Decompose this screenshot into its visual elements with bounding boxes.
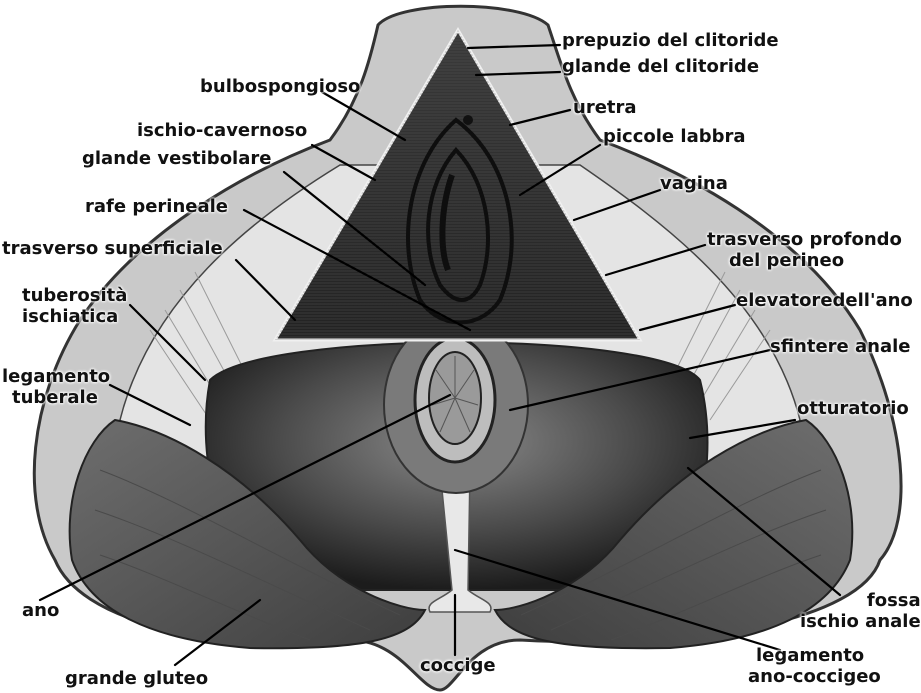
label-prepuzio-clitoride: prepuzio del clitoride	[562, 30, 779, 51]
label-tuberosita-line2: ischiatica	[22, 306, 119, 327]
triangle-texture	[275, 30, 640, 340]
urethra-opening	[463, 115, 473, 125]
label-rafe-perineale: rafe perineale	[85, 196, 229, 217]
label-tuberosita-line1: tuberosità	[22, 285, 128, 306]
label-elevatore-ano: elevatoredell'ano	[736, 290, 913, 311]
anus-folds	[431, 356, 479, 433]
label-legamento-ano-line1: legamento	[756, 645, 865, 666]
label-coccige: coccige	[420, 655, 496, 676]
label-fossa-line1: fossa	[866, 590, 921, 611]
label-uretra: uretra	[573, 97, 637, 118]
label-glande-clitoride: glande del clitoride	[562, 56, 760, 77]
label-legamento-tuberale-line2: tuberale	[12, 387, 98, 408]
gluteus-left	[68, 418, 427, 650]
gluteus-fibers	[94, 469, 827, 641]
label-ano: ano	[22, 600, 60, 621]
label-tuberosita-ischiatica: tuberosità ischiatica	[22, 285, 127, 327]
label-fossa-line2: ischio anale	[800, 611, 921, 632]
label-legamento-ano-line2: ano-coccigeo	[748, 666, 881, 687]
label-glande-vestibolare: glande vestibolare	[82, 148, 272, 169]
vulva-structures	[406, 117, 514, 325]
label-legamento-tuberale-line1: legamento	[2, 366, 111, 387]
label-sfintere-anale: sfintere anale	[770, 336, 911, 357]
label-legamento-ano-coccigeo: legamento ano-coccigeo	[748, 645, 881, 687]
label-trasverso-superficiale: trasverso superficiale	[2, 238, 223, 259]
label-fossa-ischio-anale: fossa ischio anale	[800, 590, 921, 632]
leader-lines	[38, 43, 842, 667]
label-trasverso-profondo: trasverso profondo del perineo	[707, 229, 902, 271]
label-otturatorio: otturatorio	[797, 398, 909, 419]
label-vagina: vagina	[660, 173, 728, 194]
label-legamento-tuberale: legamento tuberale	[2, 366, 110, 408]
label-trasverso-profondo-line2: del perineo	[729, 250, 845, 271]
label-trasverso-profondo-line1: trasverso profondo	[707, 229, 902, 250]
gluteus-right	[493, 418, 854, 650]
label-piccole-labbra: piccole labbra	[603, 126, 746, 147]
label-ischio-cavernoso: ischio-cavernoso	[137, 120, 308, 141]
label-bulbospongioso: bulbospongioso	[200, 76, 361, 97]
label-grande-gluteo: grande gluteo	[65, 668, 209, 689]
